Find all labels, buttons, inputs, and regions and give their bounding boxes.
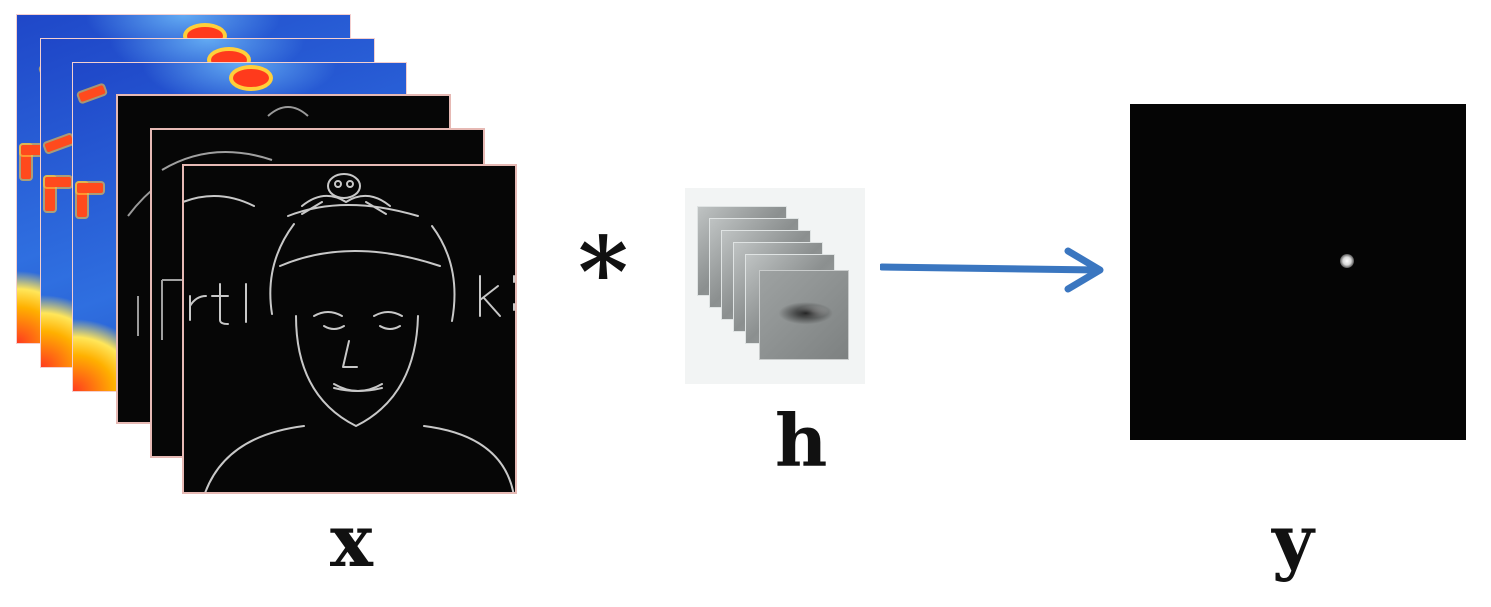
response-peak xyxy=(1340,254,1354,268)
input-label: x xyxy=(330,498,373,583)
convolution-operator: * xyxy=(578,216,629,329)
filter-label: h xyxy=(775,398,828,483)
feature-channel-edges-front xyxy=(182,164,517,494)
input-feature-stack xyxy=(0,0,560,500)
filter-channel-front xyxy=(759,270,849,360)
right-arrow-icon xyxy=(880,247,1104,293)
filter-stack xyxy=(685,188,865,384)
output-response-map xyxy=(1130,104,1466,440)
output-label: y xyxy=(1272,498,1314,583)
